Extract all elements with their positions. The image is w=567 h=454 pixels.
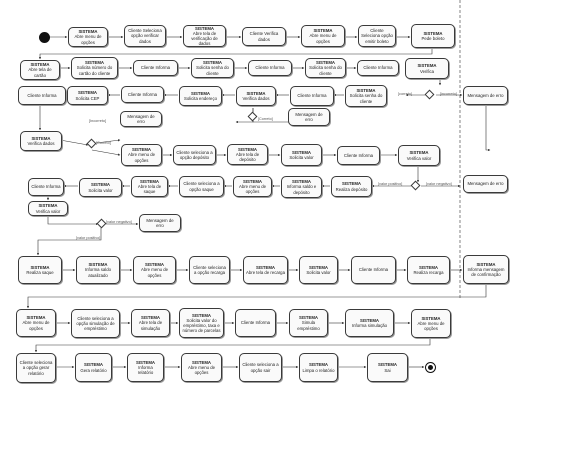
activity-select-recharge: Cliente seleciona a opção recarga: [189, 256, 230, 284]
guard-correct-3: [Correto]: [96, 141, 111, 145]
activity-client-informs: Cliente Informa: [133, 60, 178, 76]
activity-client-informs-10: Cliente Informa: [235, 309, 276, 337]
activity-client-informs-2: Cliente Informa: [248, 60, 292, 76]
activity-error-message: Mensagem de erro: [463, 86, 508, 105]
guard-negative-value: [valor negativo]: [426, 182, 452, 186]
activity-select-deposit: Cliente seleciona a opção depósito: [173, 145, 216, 165]
activity-client-informs-6: Cliente Informa: [290, 86, 334, 106]
guard-positive-value: [valor positivo]: [378, 182, 403, 186]
guard-correct: [correto]: [398, 92, 412, 96]
start-node: [39, 32, 50, 43]
activity-error-message-3: Mensagem de erro: [120, 111, 162, 127]
activity-select-exit: Cliente seleciona a opção sair: [239, 353, 282, 382]
guard-incorrect: [incorreto]: [440, 92, 457, 96]
activity-select-loan-simulation: Cliente seleciona a opção simulação de e…: [71, 309, 120, 338]
activity-error-message-2: Mensagem de erro: [288, 108, 330, 126]
activity-client-informs-3: Cliente Informa: [357, 60, 399, 76]
guard-negative-value-2: [valor negativo]: [106, 220, 132, 224]
activity-client-informs-9: Cliente Informa: [351, 256, 396, 284]
activity-select-report: Cliente seleciona a opção gerar relatóri…: [16, 353, 56, 383]
guard-positive-value-2: [valor positivo]: [76, 236, 101, 240]
activity-client-informs-8: Cliente Informa: [28, 178, 64, 196]
guard-correct-2: [Correto]: [258, 117, 273, 121]
activity-error-message-5: Mensagem de erro: [139, 214, 181, 232]
activity-client-informs-7: Cliente Informa: [337, 146, 380, 165]
activity-client-verify: Cliente Verifica dados: [242, 27, 286, 46]
activity-error-message-4: Mensagem de erro: [463, 175, 508, 193]
activity-select-boleto: Cliente Seleciona opção emitir boleto: [358, 25, 396, 47]
activity-select-withdraw: Cliente seleciona a opção saque: [179, 176, 224, 197]
activity-client-informs-4: Cliente Informa: [18, 86, 66, 105]
end-node: [425, 362, 436, 373]
guard-incorrect-2: [Incorreto]: [89, 119, 107, 123]
activity-select-verify: Cliente Seleciona opção verificar dados: [124, 25, 166, 47]
activity-client-informs-5: Cliente Informa: [121, 86, 164, 103]
